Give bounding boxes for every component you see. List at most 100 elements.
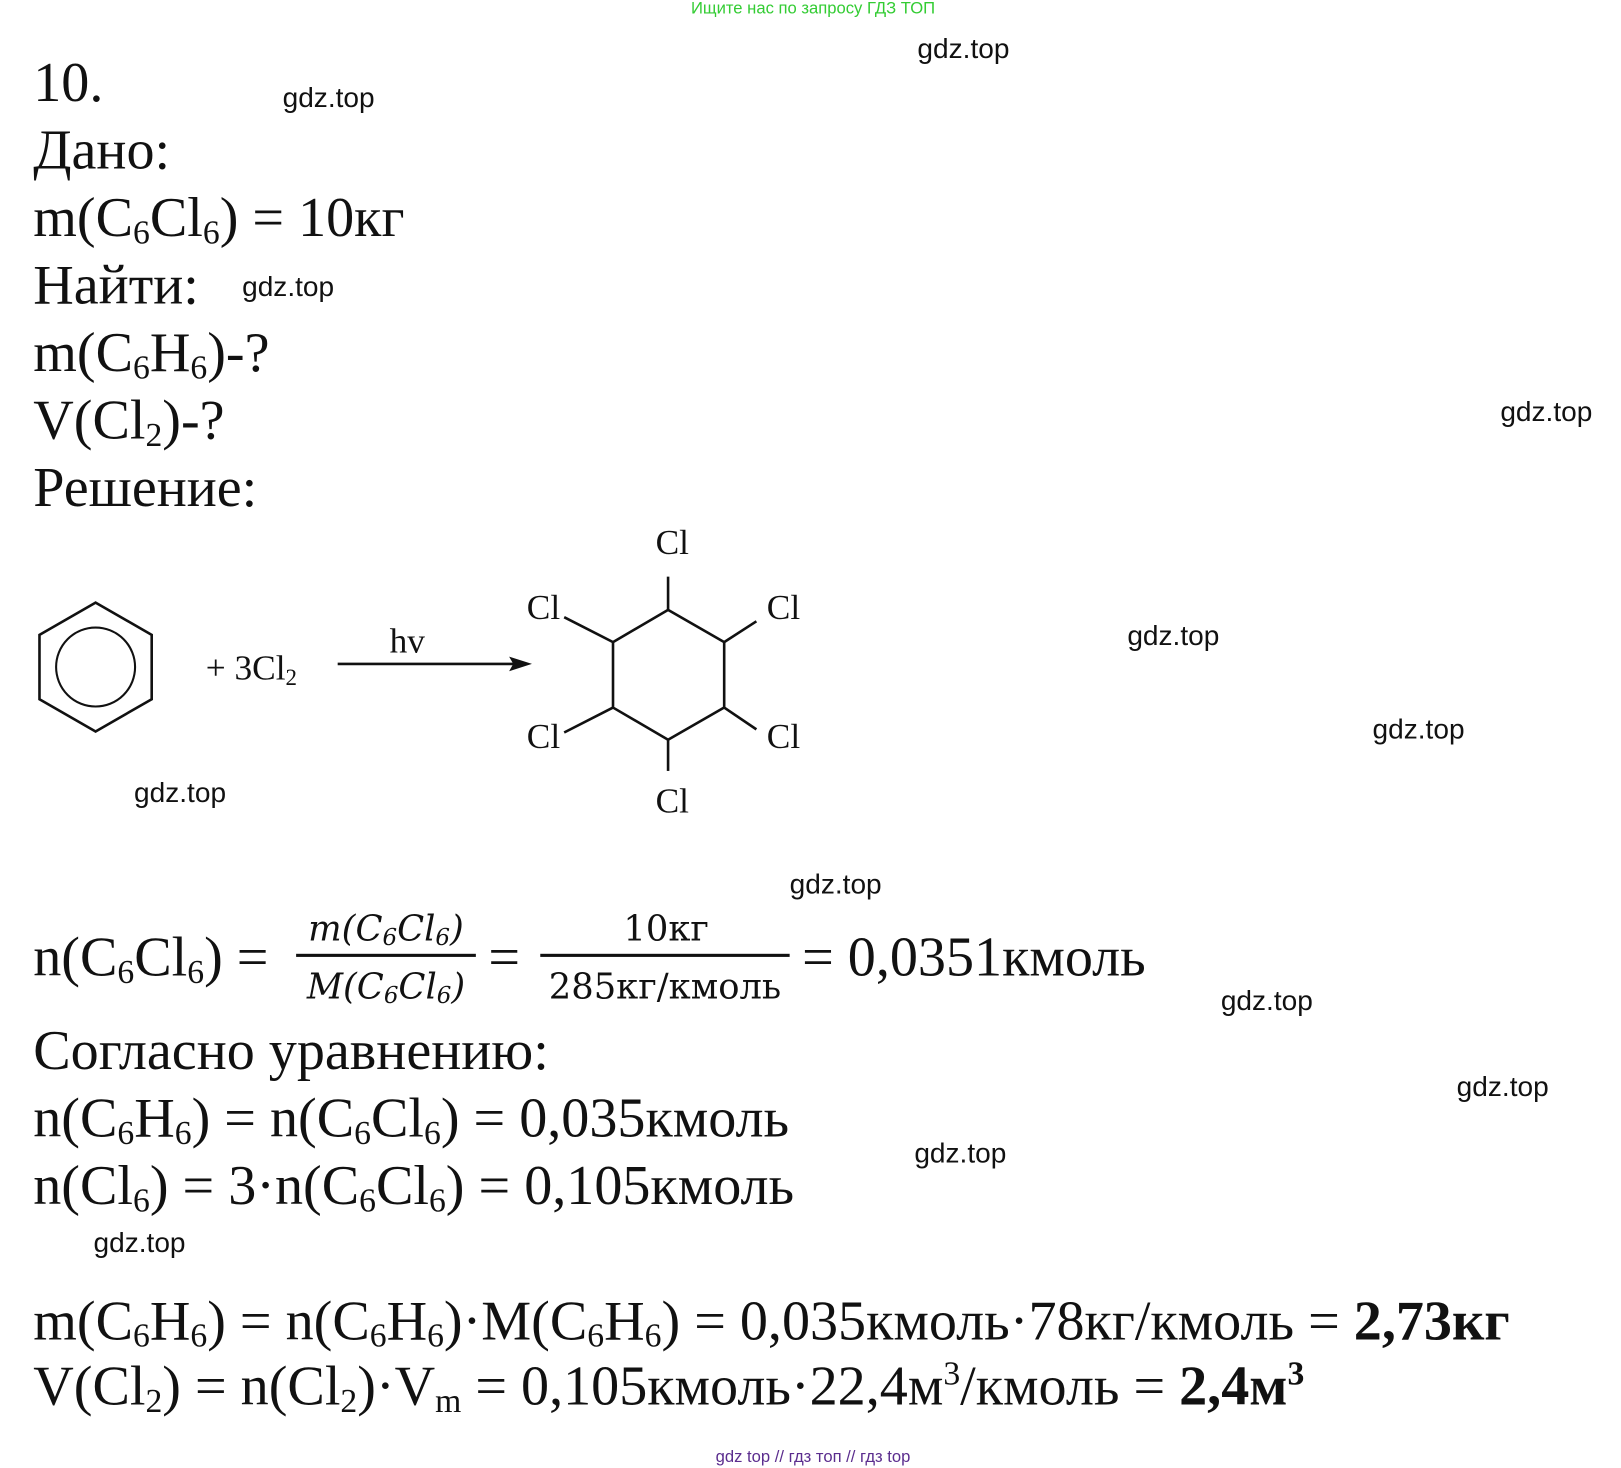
moles-chlorine: n(Cl6) = 3·n(C6Cl6) = 0,105кмоль bbox=[33, 1153, 795, 1220]
according-to-equation: Согласно уравнению: bbox=[33, 1018, 549, 1082]
subscript: 6 bbox=[354, 1114, 371, 1153]
fraction2-denominator: 285кг/кмоль bbox=[548, 966, 782, 1008]
reagent-chlorine: + 3Cl2 bbox=[206, 648, 297, 690]
moles-benzene: n(C6H6) = n(C6Cl6) = 0,035кмоль bbox=[33, 1086, 790, 1153]
bold-answer: 2,4м bbox=[1179, 1354, 1288, 1418]
find-benzene-mass: m(C6H6)-? bbox=[33, 320, 270, 387]
subscript: 2 bbox=[340, 1383, 358, 1421]
cl-label: Cl bbox=[766, 717, 801, 757]
subscript: 6 bbox=[435, 924, 451, 952]
reaction-condition: hv bbox=[389, 622, 425, 661]
fraction1-numerator: m(C6Cl6) bbox=[296, 906, 476, 952]
subscript: 6 bbox=[423, 1114, 441, 1153]
subscript: 2 bbox=[145, 416, 163, 455]
subscript: m bbox=[435, 1383, 462, 1421]
arrow-head-icon bbox=[509, 656, 532, 672]
text-segment: ) = 0,105кмоль bbox=[445, 1154, 795, 1217]
problem-number: 10. bbox=[33, 50, 103, 114]
text-segment: )-? bbox=[207, 321, 270, 384]
watermark: gdz.top bbox=[1372, 713, 1465, 745]
equation-result: = 0,0351кмоль bbox=[802, 925, 1146, 989]
subscript: 6 bbox=[382, 924, 398, 952]
find-chlorine-volume: V(Cl2)-? bbox=[33, 388, 224, 455]
fraction2-numerator: 10кг bbox=[623, 908, 709, 950]
subscript: 6 bbox=[359, 1182, 376, 1220]
watermark: gdz.top bbox=[914, 1137, 1007, 1169]
text-segment: H bbox=[134, 1086, 175, 1150]
cl-bonds bbox=[563, 576, 758, 771]
subscript: 6 bbox=[174, 1114, 192, 1153]
text-segment: H bbox=[604, 1289, 645, 1352]
watermark: gdz.top bbox=[93, 1227, 186, 1259]
subscript: 2 bbox=[285, 664, 298, 691]
solution-heading: Решение: bbox=[33, 455, 257, 519]
equation-lhs: n(C6Cl6) = bbox=[33, 925, 269, 992]
text-segment: ) = n(Cl bbox=[162, 1354, 341, 1418]
subscript: 6 bbox=[369, 1317, 387, 1355]
subscript: 6 bbox=[190, 1317, 208, 1355]
watermark: gdz.top bbox=[242, 271, 335, 303]
text-segment: ) = 0,035кмоль bbox=[440, 1086, 790, 1150]
text-segment: Cl bbox=[134, 925, 188, 989]
subscript: 6 bbox=[427, 1317, 444, 1355]
text-segment: ) = 3·n(C bbox=[149, 1154, 360, 1217]
text-segment: V(Cl bbox=[33, 388, 146, 451]
watermark: gdz.top bbox=[917, 33, 1010, 65]
subscript: 6 bbox=[436, 982, 452, 1010]
text-segment: V(Cl bbox=[33, 1354, 146, 1418]
reaction-scheme bbox=[38, 576, 758, 771]
search-banner[interactable]: Ищите нас по запросу ГДЗ ТОП bbox=[690, 0, 936, 18]
text-segment: ) = 0,035кмоль·78кг/кмоль = bbox=[661, 1289, 1354, 1352]
fraction2-bar bbox=[540, 953, 790, 957]
fraction1-denominator: M(C6Cl6) bbox=[296, 964, 476, 1010]
mass-benzene-answer: m(C6H6) = n(C6H6)·M(C6H6) = 0,035кмоль·7… bbox=[33, 1288, 1510, 1355]
text-segment: Согласно уравнению: bbox=[33, 1019, 549, 1082]
text-segment: ) = n(C bbox=[207, 1289, 370, 1352]
subscript: 6 bbox=[428, 1182, 446, 1220]
text-segment: ) = bbox=[204, 925, 269, 989]
subscript: 6 bbox=[187, 953, 205, 992]
subscript: 6 bbox=[133, 214, 150, 252]
subscript: 6 bbox=[117, 1114, 135, 1153]
text-segment: n(C bbox=[33, 1086, 118, 1150]
volume-chlorine-answer: V(Cl2) = n(Cl2)·Vm = 0,105кмоль·22,4м3/к… bbox=[33, 1354, 1304, 1421]
subscript: 6 bbox=[133, 349, 150, 387]
watermark: gdz.top bbox=[1220, 984, 1313, 1017]
superscript: 3 bbox=[1287, 1355, 1304, 1392]
text-segment: n(C bbox=[33, 925, 118, 989]
text-segment: H bbox=[149, 1289, 191, 1352]
bold-answer: 2,73кг bbox=[1353, 1289, 1510, 1352]
text-segment: Cl bbox=[398, 966, 437, 1008]
text-segment: m(C bbox=[308, 908, 383, 950]
cl-label: Cl bbox=[526, 717, 561, 757]
text-segment: ) bbox=[450, 908, 464, 950]
footer-links[interactable]: gdz top // гдз топ // гдз top bbox=[715, 1448, 911, 1467]
text-segment: Cl bbox=[397, 908, 436, 950]
text-segment: /кмоль = bbox=[960, 1354, 1180, 1418]
cl-label: Cl bbox=[526, 589, 561, 628]
fraction1-bar bbox=[296, 953, 476, 957]
text-segment: Дано: bbox=[33, 118, 171, 181]
text-segment: M(C bbox=[306, 966, 384, 1008]
cl-label: Cl bbox=[655, 523, 689, 563]
text-segment: ) bbox=[451, 966, 466, 1008]
cl-label: Cl bbox=[655, 782, 689, 821]
text-segment: 3 bbox=[1287, 1355, 1305, 1393]
text-segment: m(C bbox=[33, 1289, 134, 1352]
watermark: gdz.top bbox=[789, 868, 882, 900]
subscript: 6 bbox=[202, 214, 220, 252]
subscript: 6 bbox=[644, 1317, 662, 1355]
text-segment: )·V bbox=[357, 1354, 436, 1418]
text-segment: Cl bbox=[375, 1154, 429, 1217]
text-segment: Cl bbox=[149, 185, 203, 249]
text-segment: )·M(C bbox=[443, 1289, 588, 1352]
subscript: 6 bbox=[587, 1317, 605, 1355]
text-segment: Решение: bbox=[33, 456, 258, 519]
subscript: 2 bbox=[145, 1383, 163, 1421]
given-mass: m(C6Cl6) = 10кг bbox=[33, 185, 405, 252]
watermark: gdz.top bbox=[134, 777, 227, 809]
subscript: 6 bbox=[133, 1317, 150, 1355]
text-segment: Найти: bbox=[33, 253, 199, 316]
text-segment: ) = 10кг bbox=[219, 185, 405, 249]
